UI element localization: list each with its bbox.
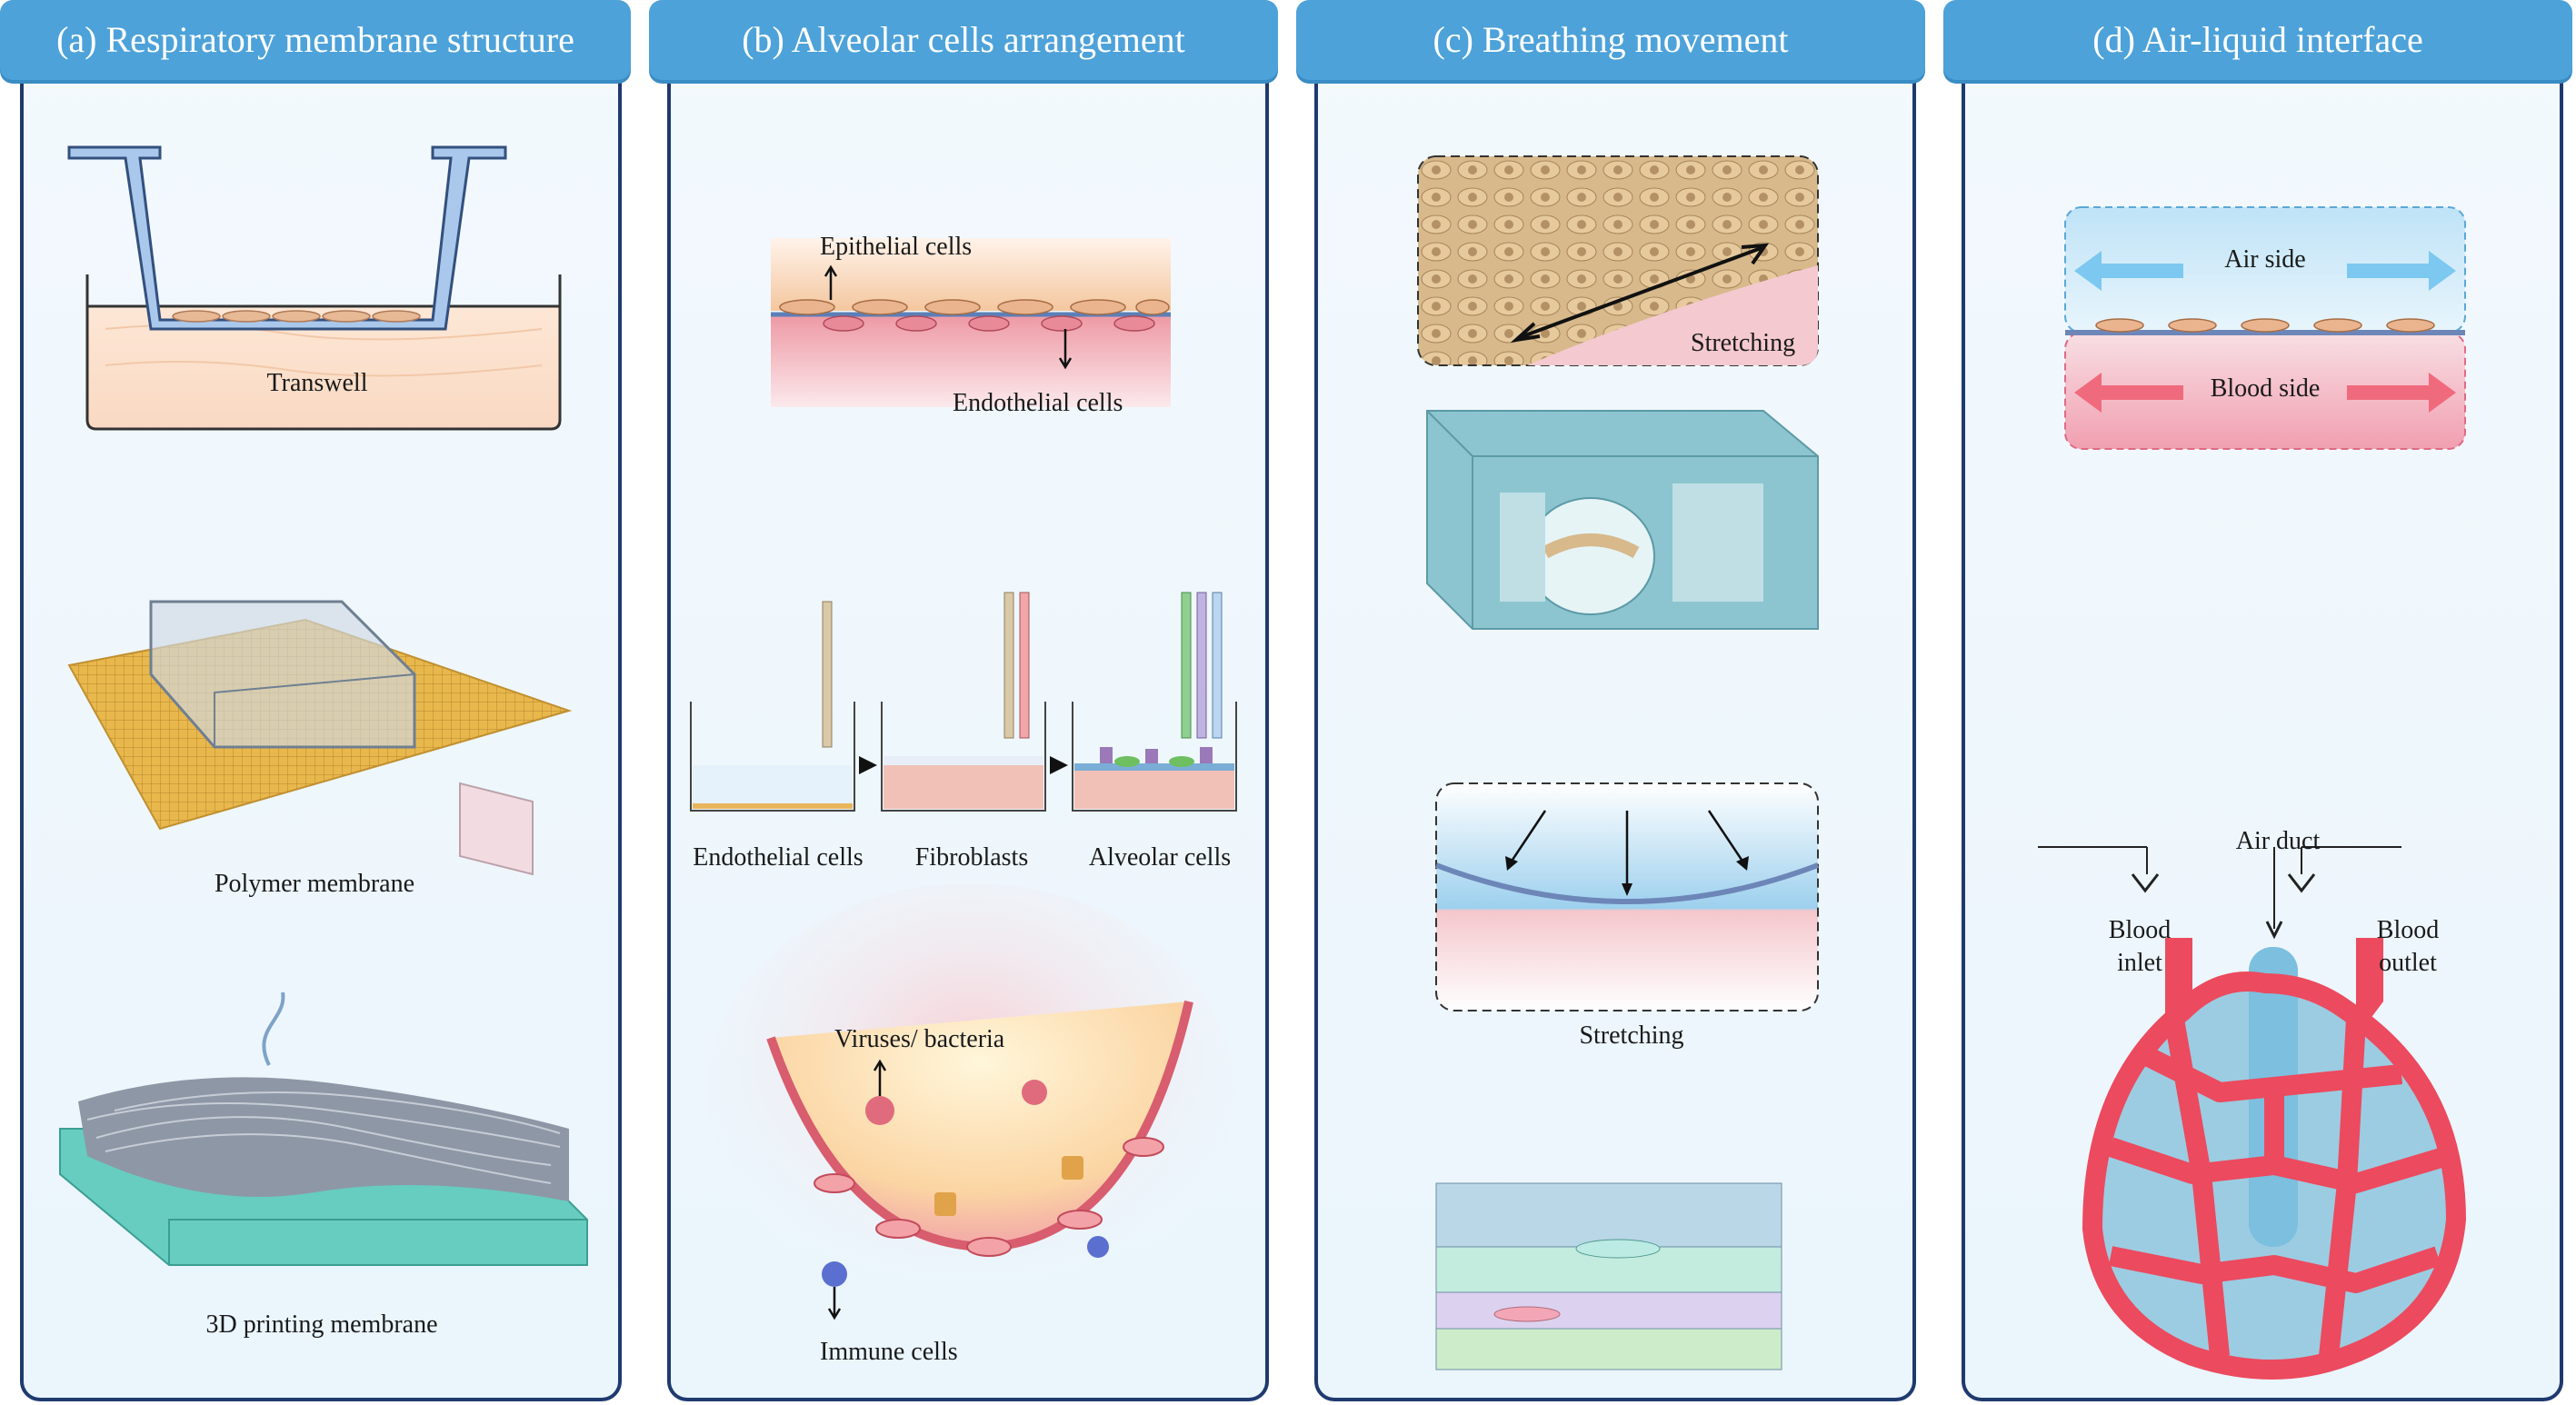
air-liquid-interface-illustration — [2064, 206, 2466, 450]
transwell-illustration — [67, 145, 562, 431]
panel-d-title: (d) Air-liquid interface — [1943, 0, 2572, 80]
transwell-label: Transwell — [266, 369, 368, 397]
blood-side-label: Blood side — [2210, 374, 2321, 403]
panel-d: Air side Blood side Air duct Blood inlet… — [1962, 47, 2563, 1401]
stretching-device-illustration — [1426, 410, 1819, 630]
panel-a: Transwell Polymer membrane 3D printing m… — [20, 47, 622, 1401]
step3-alveolar-label: Alveolar cells — [1088, 843, 1232, 872]
step2-fibroblasts-label: Fibroblasts — [914, 843, 1029, 872]
polymer-membrane-illustration — [67, 600, 573, 876]
alveolus-illustration — [707, 883, 1234, 1320]
viruses-bacteria-label: Viruses/ bacteria — [834, 1025, 1005, 1053]
stretching-cross-section-illustration — [1434, 782, 1820, 1011]
panel-b-title: (b) Alveolar cells arrangement — [649, 0, 1278, 80]
panel-b: Epithelial cells Endothelial cells Endot… — [667, 47, 1269, 1401]
epithelial-cells-label: Epithelial cells — [820, 233, 973, 261]
3d-printing-membrane-label: 3D printing membrane — [205, 1310, 438, 1339]
step1-endothelial-label: Endothelial cells — [693, 843, 864, 872]
blood-outlet-label-line2: outlet — [2379, 949, 2437, 977]
stretching-label-top: Stretching — [1691, 329, 1796, 357]
endothelial-cells-label: Endothelial cells — [953, 389, 1123, 417]
panel-a-title: (a) Respiratory membrane structure — [0, 0, 631, 80]
cell-sheet-zoom-illustration — [1417, 155, 1819, 366]
panel-c: Stretching Stretching — [1314, 47, 1916, 1401]
panel-c-title: (c) Breathing movement — [1296, 0, 1925, 80]
cell-layer-illustration — [771, 238, 1171, 407]
vascular-scaffold-illustration — [2038, 846, 2466, 1380]
air-side-label: Air side — [2224, 245, 2306, 274]
immune-cells-label: Immune cells — [820, 1338, 958, 1366]
blood-inlet-label-line2: inlet — [2117, 949, 2162, 977]
stretching-label-bottom: Stretching — [1579, 1021, 1684, 1050]
polymer-membrane-label: Polymer membrane — [214, 870, 415, 898]
stretching-chip-illustration — [1435, 1182, 1782, 1370]
3d-printing-membrane-illustration — [59, 991, 588, 1266]
layering-steps-illustration — [690, 592, 1237, 812]
blood-inlet-label-line1: Blood — [2108, 916, 2172, 944]
blood-outlet-label-line1: Blood — [2376, 916, 2440, 944]
air-duct-label: Air duct — [2235, 827, 2321, 855]
